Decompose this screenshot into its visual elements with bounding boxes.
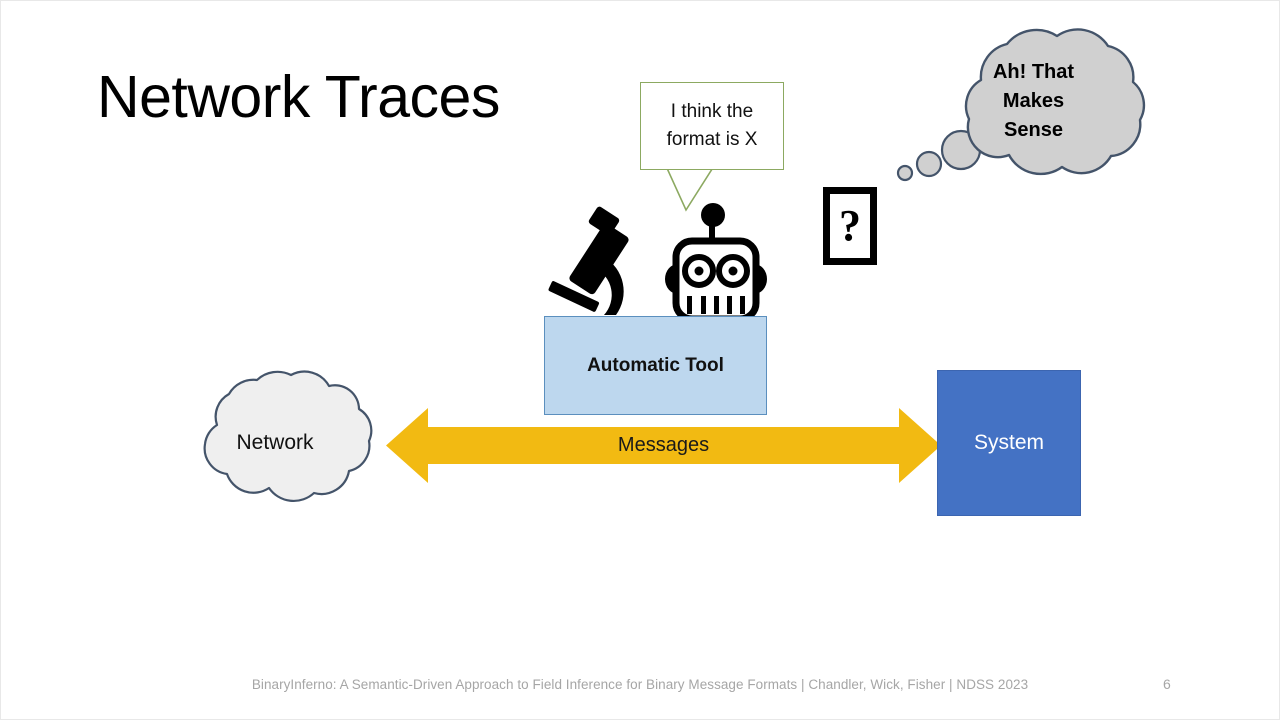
robot-icon [665,203,767,323]
speech-bubble-line-2: format is X [666,129,758,150]
automatic-tool-box: Automatic Tool [544,316,767,415]
thought-cloud-text: Ah! That Makes Sense [956,58,1111,145]
microscope-icon [548,206,629,315]
page-title: Network Traces [97,64,500,130]
system-label: System [973,431,1044,454]
thought-cloud [896,28,1146,182]
page-number: 6 [1163,676,1171,692]
speech-bubble: I think the format is X [640,82,784,170]
automatic-tool-label: Automatic Tool [587,354,724,376]
thought-cloud-line-3: Sense [1004,119,1063,141]
network-cloud [203,370,373,503]
question-mark-box: ? [823,187,877,265]
speech-bubble-line-1: I think the [670,101,754,123]
thought-cloud-line-2: Makes [1002,90,1065,112]
footer-citation: BinaryInferno: A Semantic-Driven Approac… [251,677,1029,692]
thought-cloud-line-1: Ah! That [992,61,1075,83]
system-box: System [937,370,1081,516]
messages-arrow [386,408,941,483]
question-mark-icon: ? [839,201,861,250]
